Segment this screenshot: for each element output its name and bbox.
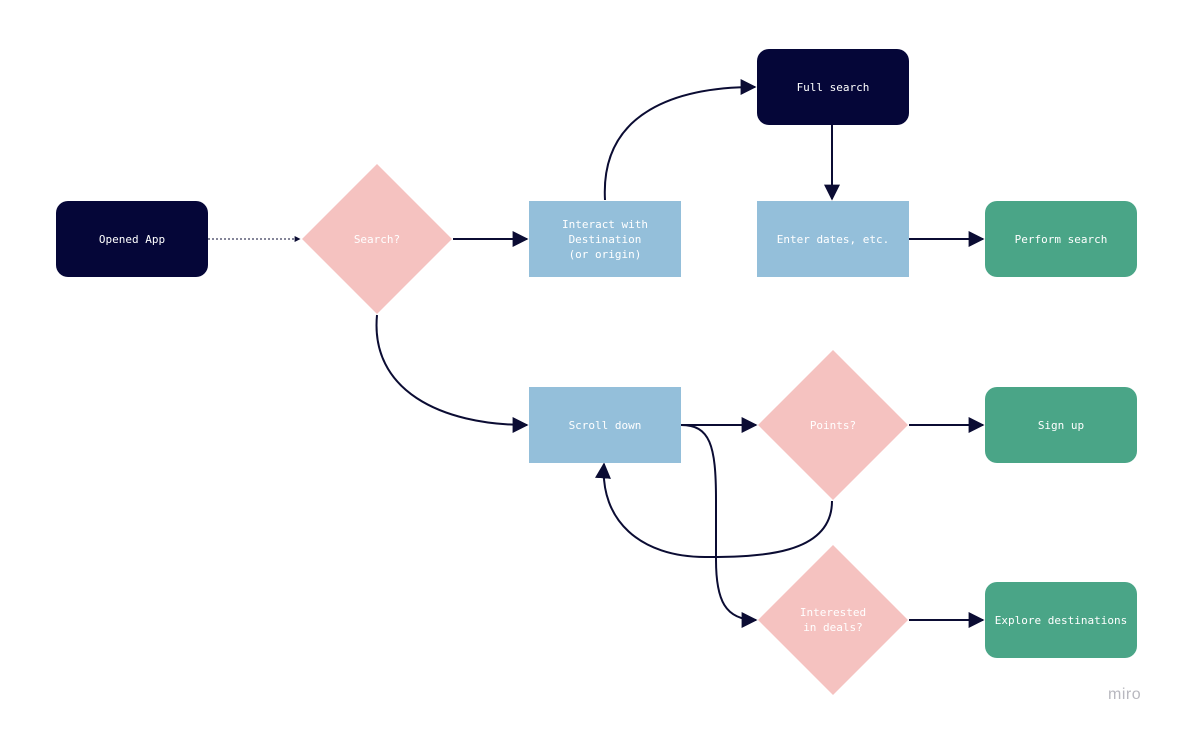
edge-search-to-scroll-down [375, 314, 529, 433]
edge-points-back-to-scroll-down [595, 462, 833, 559]
node-full-search[interactable]: Full search [757, 49, 909, 125]
decision-points[interactable]: Points? [757, 349, 909, 501]
node-enter-dates[interactable]: Enter dates, etc. [757, 201, 909, 277]
decision-deals-label: Interested in deals? [799, 606, 867, 634]
node-explore-destinations[interactable]: Explore destinations [985, 582, 1137, 658]
decision-search-label: Search? [353, 232, 401, 246]
node-enter-dates-label: Enter dates, etc. [776, 232, 890, 246]
node-full-search-label: Full search [796, 80, 870, 94]
node-scroll-down-label: Scroll down [568, 418, 642, 432]
node-perform-search-label: Perform search [1014, 232, 1108, 246]
decision-search[interactable]: Search? [301, 163, 453, 315]
edge-scroll-down-to-deals [680, 424, 758, 628]
decision-deals[interactable]: Interested in deals? [757, 544, 909, 696]
node-explore-destinations-label: Explore destinations [994, 613, 1128, 627]
node-interact-destination[interactable]: Interact with Destination (or origin) [529, 201, 681, 277]
node-sign-up-label: Sign up [1037, 418, 1085, 432]
node-perform-search[interactable]: Perform search [985, 201, 1137, 277]
node-sign-up[interactable]: Sign up [985, 387, 1137, 463]
node-opened-app-label: Opened App [98, 232, 166, 246]
edge-interact-to-full-search [603, 79, 757, 201]
decision-points-label: Points? [809, 418, 857, 432]
node-interact-destination-label: Interact with Destination (or origin) [561, 217, 649, 261]
miro-brand-mark: miro [1108, 686, 1142, 703]
node-opened-app[interactable]: Opened App [56, 201, 208, 277]
node-scroll-down[interactable]: Scroll down [529, 387, 681, 463]
